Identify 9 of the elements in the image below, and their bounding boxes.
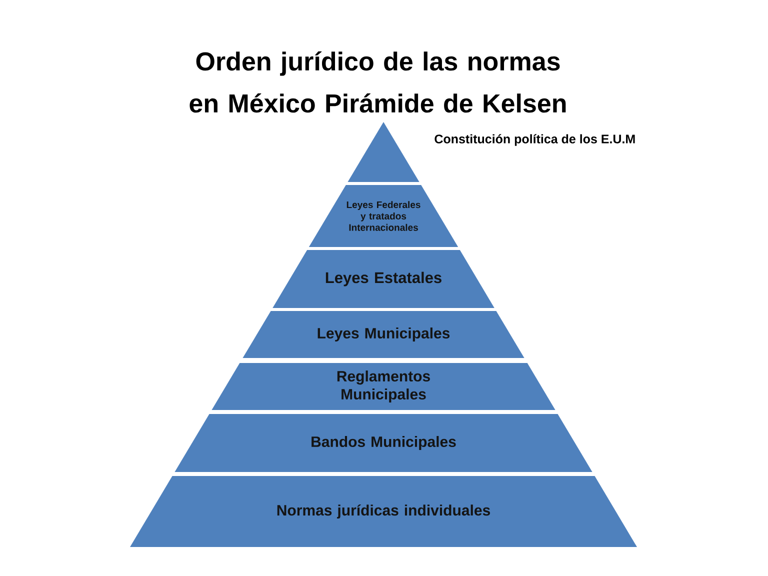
pyramid-layer: Normas jurídicas individuales <box>130 476 637 547</box>
pyramid-layer: Bandos Municipales <box>174 414 592 472</box>
pyramid-layer: Leyes Estatales <box>272 250 494 308</box>
pyramid-layer: Reglamentos Municipales <box>212 363 556 410</box>
beside-label: Constitución política de los E.U.M <box>434 134 635 146</box>
pyramid-layer: Leyes Municipales <box>242 311 524 358</box>
title: Orden jurídico de las normas en México Pirámide de Kelsen <box>190 51 566 113</box>
pyramid-apex <box>348 122 420 182</box>
pyramid-layer: Leyes Federales y tratados Internacionales <box>308 185 458 247</box>
